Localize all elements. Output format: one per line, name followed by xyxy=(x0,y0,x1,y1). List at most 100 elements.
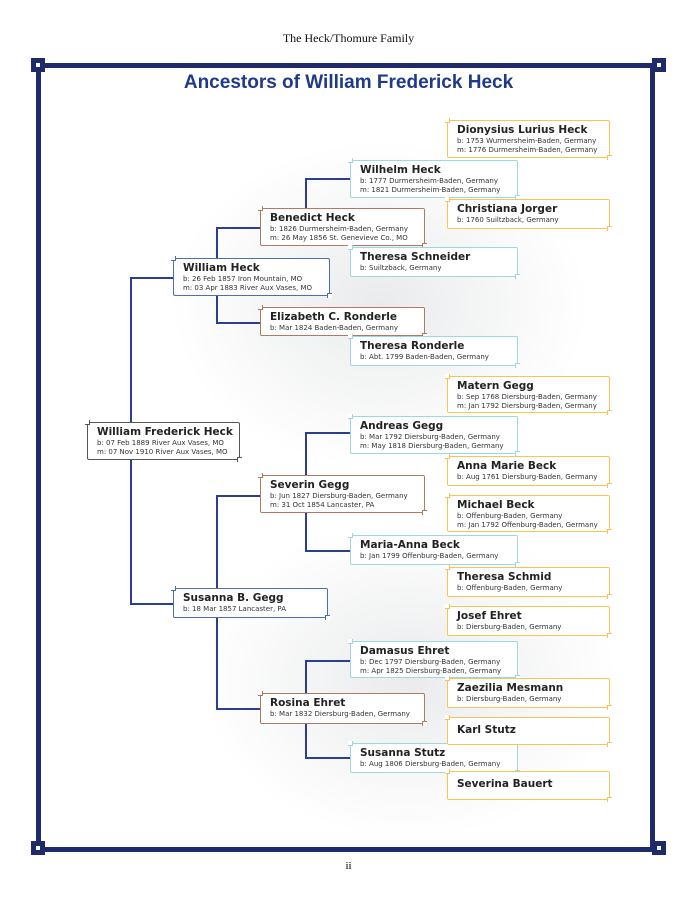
marriage-info: m: Jan 1792 Diersburg-Baden, Germany xyxy=(457,402,597,410)
running-head: The Heck/Thomure Family xyxy=(282,31,415,45)
person-name: William Heck xyxy=(183,262,260,274)
birth-info: b: Dec 1797 Diersburg-Baden, Germany xyxy=(360,658,501,666)
page-frame xyxy=(36,63,655,852)
connector-line xyxy=(130,277,173,279)
marriage-info: m: Apr 1825 Diersburg-Baden, Germany xyxy=(360,667,502,675)
page-number: ii xyxy=(345,860,352,872)
birth-info: b: 26 Feb 1857 Iron Mountain, MO xyxy=(183,275,303,283)
frame-corner xyxy=(31,841,45,855)
connector-line xyxy=(305,178,350,180)
marriage-info: m: May 1818 Diersburg-Baden, Germany xyxy=(360,442,504,450)
person-name: Anna Marie Beck xyxy=(457,460,557,472)
marriage-info: m: Jan 1792 Offenburg-Baden, Germany xyxy=(457,521,598,529)
birth-info: b: Diersburg-Baden, Germany xyxy=(457,623,562,631)
birth-info: b: Suiltzback, Germany xyxy=(360,264,442,272)
birth-info: b: 1760 Suiltzback, Germany xyxy=(457,216,559,224)
person-name: Theresa Schmid xyxy=(457,571,552,583)
birth-info: b: Abt. 1799 Baden-Baden, Germany xyxy=(360,353,489,361)
person-name: Benedict Heck xyxy=(270,212,355,224)
person-name: Josef Ehret xyxy=(457,610,522,622)
connector-line xyxy=(305,178,307,208)
person-name: Theresa Ronderle xyxy=(360,340,465,352)
person-name: Matern Gegg xyxy=(457,380,534,392)
person-name: Damasus Ehret xyxy=(360,645,450,657)
person-name: William Frederick Heck xyxy=(97,426,233,438)
connector-line xyxy=(305,550,350,552)
birth-info: b: Sep 1768 Diersburg-Baden, Germany xyxy=(457,393,597,401)
connector-line xyxy=(305,757,350,759)
person-name: Maria-Anna Beck xyxy=(360,539,460,551)
birth-info: b: 1777 Durmersheim-Baden, Germany xyxy=(360,177,498,185)
birth-info: b: 1753 Wurmersheim-Baden, Germany xyxy=(457,137,597,145)
birth-info: b: 18 Mar 1857 Lancaster, PA xyxy=(183,605,286,613)
birth-info: b: Aug 1806 Diersburg-Baden, Germany xyxy=(360,760,501,768)
person-name: Karl Stutz xyxy=(457,724,516,736)
birth-info: b: 07 Feb 1889 River Aux Vases, MO xyxy=(97,439,224,447)
marriage-info: m: 03 Apr 1883 River Aux Vases, MO xyxy=(183,284,312,292)
person-name: Zaezilia Mesmann xyxy=(457,682,564,694)
connector-line xyxy=(130,603,173,605)
marriage-info: m: 26 May 1856 St. Genevieve Co., MO xyxy=(270,234,408,242)
frame-corner xyxy=(31,58,45,72)
connector-line xyxy=(305,660,350,662)
birth-info: b: Jan 1799 Offenburg-Baden, Germany xyxy=(360,552,499,560)
connector-line xyxy=(305,432,350,434)
person-name: Severin Gegg xyxy=(270,479,350,491)
person-box[interactable]: Severina Bauert xyxy=(445,769,612,802)
person-name: Susanna Stutz xyxy=(360,747,446,759)
birth-info: b: Offenburg-Baden, Germany xyxy=(457,512,563,520)
person-name: Elizabeth C. Ronderle xyxy=(270,311,398,323)
frame-corner xyxy=(652,58,666,72)
chart-title: Ancestors of William Frederick Heck xyxy=(183,72,514,93)
birth-info: b: Diersburg-Baden, Germany xyxy=(457,695,562,703)
birth-info: b: Offenburg-Baden, Germany xyxy=(457,584,563,592)
person-name: Christiana Jorger xyxy=(457,203,558,215)
birth-info: b: Aug 1761 Diersburg-Baden, Germany xyxy=(457,473,598,481)
person-name: Wilhelm Heck xyxy=(360,164,441,176)
person-name: Dionysius Lurius Heck xyxy=(457,124,588,136)
person-box[interactable]: Karl Stutz xyxy=(445,715,612,747)
frame-corner xyxy=(652,841,666,855)
person-name: Rosina Ehret xyxy=(270,697,346,709)
marriage-info: m: 1776 Durmersheim-Baden, Germany xyxy=(457,146,598,154)
marriage-info: m: 31 Oct 1854 Lancaster, PA xyxy=(270,501,375,509)
person-name: Theresa Schneider xyxy=(360,251,471,263)
birth-info: b: Mar 1792 Diersburg-Baden, Germany xyxy=(360,433,500,441)
connector-line xyxy=(216,322,260,324)
person-name: Andreas Gegg xyxy=(360,420,444,432)
birth-info: b: 1826 Durmersheim-Baden, Germany xyxy=(270,225,408,233)
birth-info: b: Mar 1832 Diersburg-Baden, Germany xyxy=(270,710,410,718)
connector-line xyxy=(216,495,260,497)
person-name: Susanna B. Gegg xyxy=(183,592,284,604)
person-name: Severina Bauert xyxy=(457,778,553,790)
person-name: Michael Beck xyxy=(457,499,535,511)
connector-line xyxy=(216,708,260,710)
marriage-info: m: 07 Nov 1910 River Aux Vases, MO xyxy=(97,448,228,456)
connector-line xyxy=(216,227,260,229)
marriage-info: m: 1821 Durmersheim-Baden, Germany xyxy=(360,186,501,194)
birth-info: b: Mar 1824 Baden-Baden, Germany xyxy=(270,324,398,332)
birth-info: b: Jun 1827 Diersburg-Baden, Germany xyxy=(270,492,408,500)
